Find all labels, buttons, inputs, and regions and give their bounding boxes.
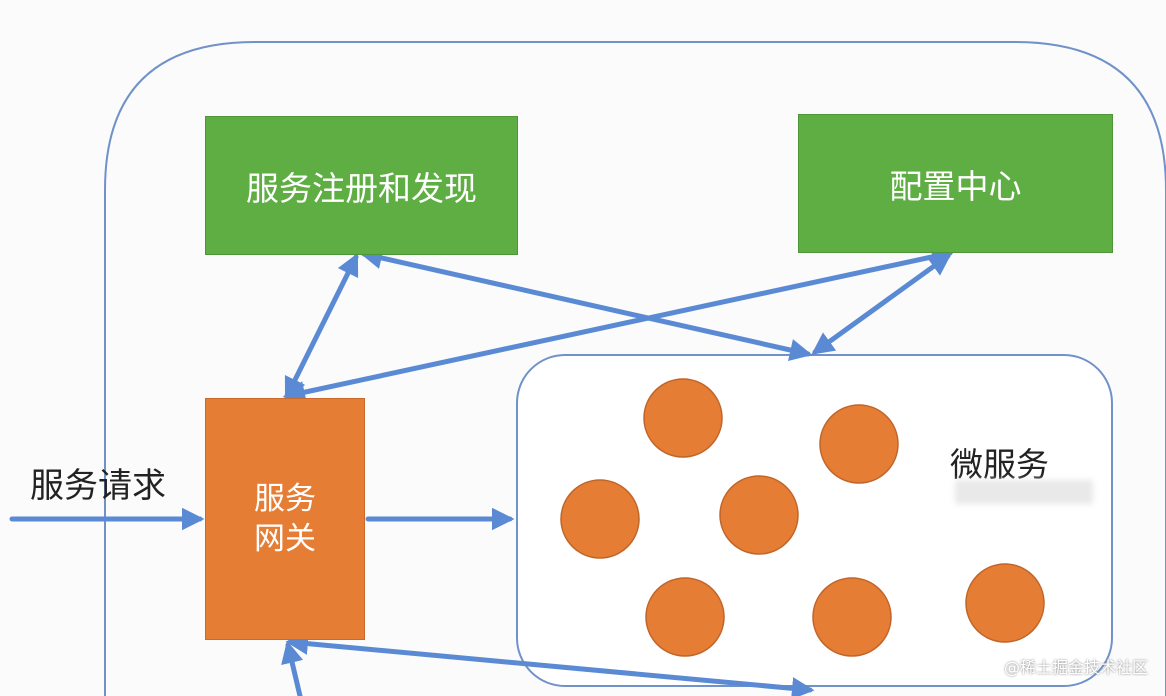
- microservices-label: 微服务: [950, 445, 1049, 484]
- arrow-config-microservices: [811, 253, 952, 355]
- config-center-label: 配置中心: [889, 166, 1022, 206]
- arrow-registry-microservices: [359, 246, 813, 362]
- service-node: [812, 577, 892, 657]
- service-registry-label: 服务注册和发现: [246, 168, 477, 208]
- service-request-label: 服务请求: [30, 466, 166, 506]
- service-node: [965, 563, 1045, 643]
- system-boundary: [104, 41, 1166, 696]
- blurred-text-region: [955, 480, 1093, 504]
- api-gateway-label-line2: 网关: [254, 521, 316, 557]
- service-node: [645, 577, 725, 657]
- config-center-box: 配置中心: [798, 114, 1113, 253]
- service-node: [643, 378, 723, 458]
- service-node: [719, 475, 799, 555]
- watermark: @稀土掘金技术社区: [1003, 658, 1148, 677]
- api-gateway-label-line1: 服务: [254, 481, 316, 517]
- service-registry-box: 服务注册和发现: [205, 116, 518, 255]
- api-gateway-box: 服务 网关: [205, 398, 365, 640]
- arrow-bottom-gateway: [281, 640, 304, 696]
- service-node: [819, 404, 899, 484]
- arrow-registry-gateway: [284, 252, 359, 401]
- arrow-bottom-microservices: [285, 632, 815, 696]
- service-node: [560, 479, 640, 559]
